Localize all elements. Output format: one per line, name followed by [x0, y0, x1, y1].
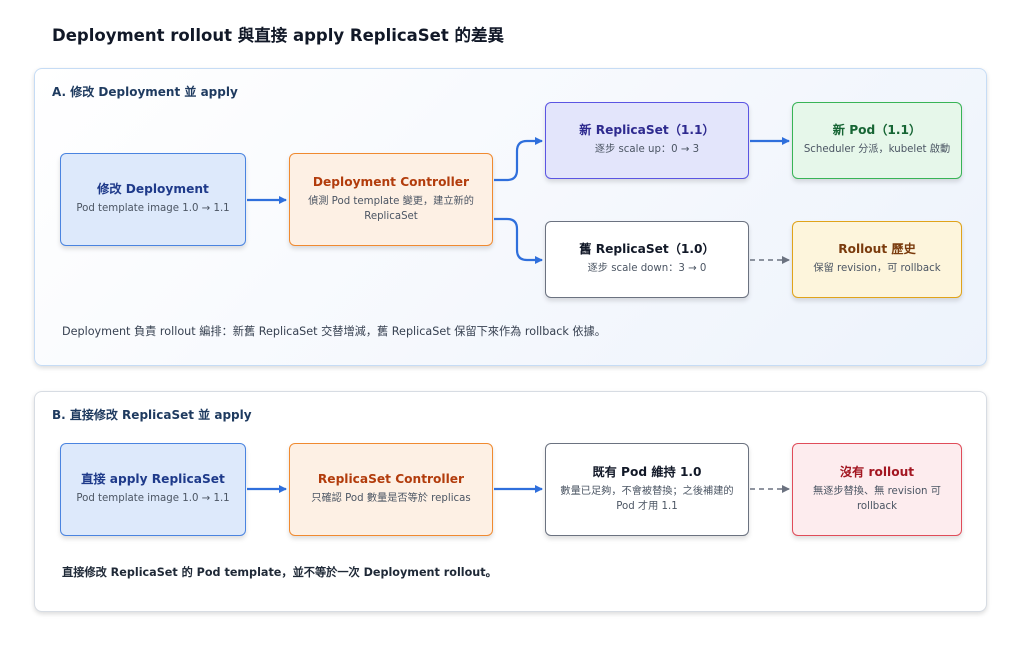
- node-deployment-controller: Deployment Controller 偵測 Pod template 變更…: [289, 153, 493, 246]
- node-new-replicaset-sub: 逐步 scale up：0 → 3: [594, 144, 700, 156]
- node-old-replicaset-sub: 逐步 scale down：3 → 0: [587, 263, 707, 275]
- node-apply-replicaset-sub: Pod template image 1.0 → 1.1: [76, 493, 230, 505]
- node-new-pod: 新 Pod（1.1） Scheduler 分派，kubelet 啟動: [792, 102, 962, 179]
- node-new-replicaset: 新 ReplicaSet（1.1） 逐步 scale up：0 → 3: [545, 102, 749, 179]
- node-rollout-history-title: Rollout 歷史: [838, 242, 916, 257]
- node-existing-pods: 既有 Pod 維持 1.0 數量已足夠，不會被替換；之後補建的 Pod 才用 1…: [545, 443, 749, 536]
- node-modify-deployment: 修改 Deployment Pod template image 1.0 → 1…: [60, 153, 246, 246]
- node-rollout-history: Rollout 歷史 保留 revision，可 rollback: [792, 221, 962, 298]
- node-apply-replicaset: 直接 apply ReplicaSet Pod template image 1…: [60, 443, 246, 536]
- node-modify-deployment-title: 修改 Deployment: [97, 182, 209, 197]
- node-no-rollout-title: 沒有 rollout: [839, 464, 915, 479]
- node-existing-pods-title: 既有 Pod 維持 1.0: [592, 464, 702, 479]
- panel-a-note: Deployment 負責 rollout 編排：新舊 ReplicaSet 交…: [62, 325, 606, 338]
- panel-b-title: B. 直接修改 ReplicaSet 並 apply: [52, 408, 252, 422]
- node-apply-replicaset-title: 直接 apply ReplicaSet: [81, 472, 225, 487]
- node-no-rollout-sub: 無逐步替換、無 revision 可 rollback: [813, 485, 941, 512]
- node-new-replicaset-title: 新 ReplicaSet（1.1）: [579, 123, 715, 138]
- node-modify-deployment-sub: Pod template image 1.0 → 1.1: [76, 203, 230, 215]
- node-replicaset-controller-sub: 只確認 Pod 數量是否等於 replicas: [311, 493, 471, 505]
- node-new-pod-sub: Scheduler 分派，kubelet 啟動: [803, 144, 951, 156]
- node-replicaset-controller-title: ReplicaSet Controller: [317, 472, 465, 487]
- node-no-rollout: 沒有 rollout 無逐步替換、無 revision 可 rollback: [792, 443, 962, 536]
- node-rollout-history-sub: 保留 revision，可 rollback: [813, 263, 941, 275]
- panel-a-title: A. 修改 Deployment 並 apply: [52, 85, 238, 99]
- node-existing-pods-sub: 數量已足夠，不會被替換；之後補建的 Pod 才用 1.1: [560, 485, 734, 512]
- node-new-pod-title: 新 Pod（1.1）: [832, 123, 922, 138]
- node-old-replicaset-title: 舊 ReplicaSet（1.0）: [579, 242, 715, 257]
- node-deployment-controller-title: Deployment Controller: [312, 174, 470, 189]
- node-old-replicaset: 舊 ReplicaSet（1.0） 逐步 scale down：3 → 0: [545, 221, 749, 298]
- page-title: Deployment rollout 與直接 apply ReplicaSet …: [52, 26, 505, 45]
- node-deployment-controller-sub: 偵測 Pod template 變更，建立新的 ReplicaSet: [308, 195, 474, 222]
- panel-b-note: 直接修改 ReplicaSet 的 Pod template，並不等於一次 De…: [62, 566, 497, 579]
- node-replicaset-controller: ReplicaSet Controller 只確認 Pod 數量是否等於 rep…: [289, 443, 493, 536]
